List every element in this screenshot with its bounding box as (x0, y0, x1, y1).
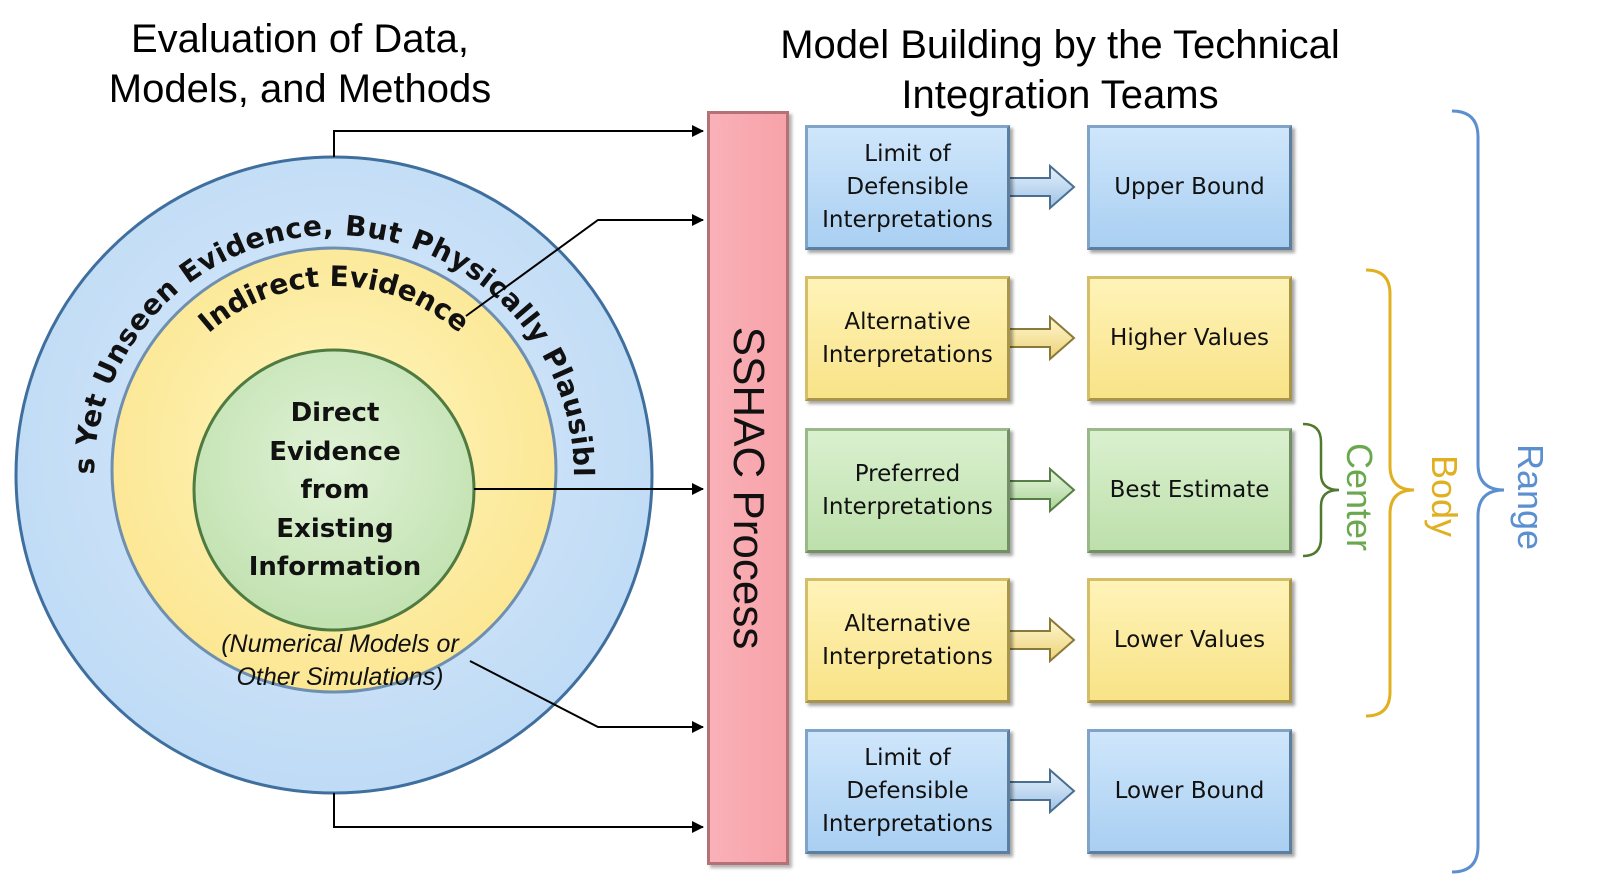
indirect-evidence-note: (Numerical Models or Other Simulations) (221, 630, 459, 691)
connector-middle-top (465, 214, 704, 317)
core-line: Direct (290, 398, 380, 428)
row-arrow-lower-bound (1007, 767, 1076, 815)
core-line: Evidence (269, 436, 401, 467)
outcome-box-lower-values: Lower Values (1087, 578, 1292, 703)
outcome-box-upper-bound: Upper Bound (1087, 125, 1292, 250)
body-label: Body (1424, 454, 1465, 538)
center-bracket (1302, 422, 1340, 558)
core-line: Information (248, 552, 422, 582)
range-label: Range (1510, 443, 1551, 551)
sshac-process-label: SSHAC Process (724, 326, 773, 650)
right-heading: Model Building by the Technical Integrat… (780, 23, 1340, 117)
core-line: from (300, 475, 370, 505)
range-bracket (1451, 109, 1505, 874)
row-arrow-best (1007, 466, 1076, 514)
interpretation-box-upper: Limit of Defensible Interpretations (805, 125, 1010, 250)
interpretation-box-lower: Alternative Interpretations (805, 578, 1010, 703)
body-bracket (1365, 268, 1415, 718)
row-arrow-lower (1007, 616, 1076, 664)
sshac-process-bar (707, 111, 789, 865)
outcome-box-higher-values: Higher Values (1087, 276, 1292, 401)
interpretation-box-preferred: Preferred Interpretations (805, 428, 1010, 553)
connector-outer-bottom (333, 793, 704, 833)
row-arrow-upper (1007, 163, 1076, 211)
core-line: Existing (276, 513, 394, 544)
interpretation-box-higher: Alternative Interpretations (805, 276, 1010, 401)
left-heading: Evaluation of Data, Models, and Methods (108, 17, 492, 111)
center-label: Center (1339, 442, 1380, 552)
outcome-box-best-estimate: Best Estimate (1087, 428, 1292, 553)
row-arrow-higher (1007, 314, 1076, 362)
interpretation-box-lower-limit: Limit of Defensible Interpretations (805, 729, 1010, 854)
connector-middle-bottom (469, 660, 704, 733)
connector-outer-top (333, 125, 704, 157)
direct-evidence-label: Direct Evidence from Existing Informatio… (210, 394, 460, 587)
outcome-box-lower-bound: Lower Bound (1087, 729, 1292, 854)
